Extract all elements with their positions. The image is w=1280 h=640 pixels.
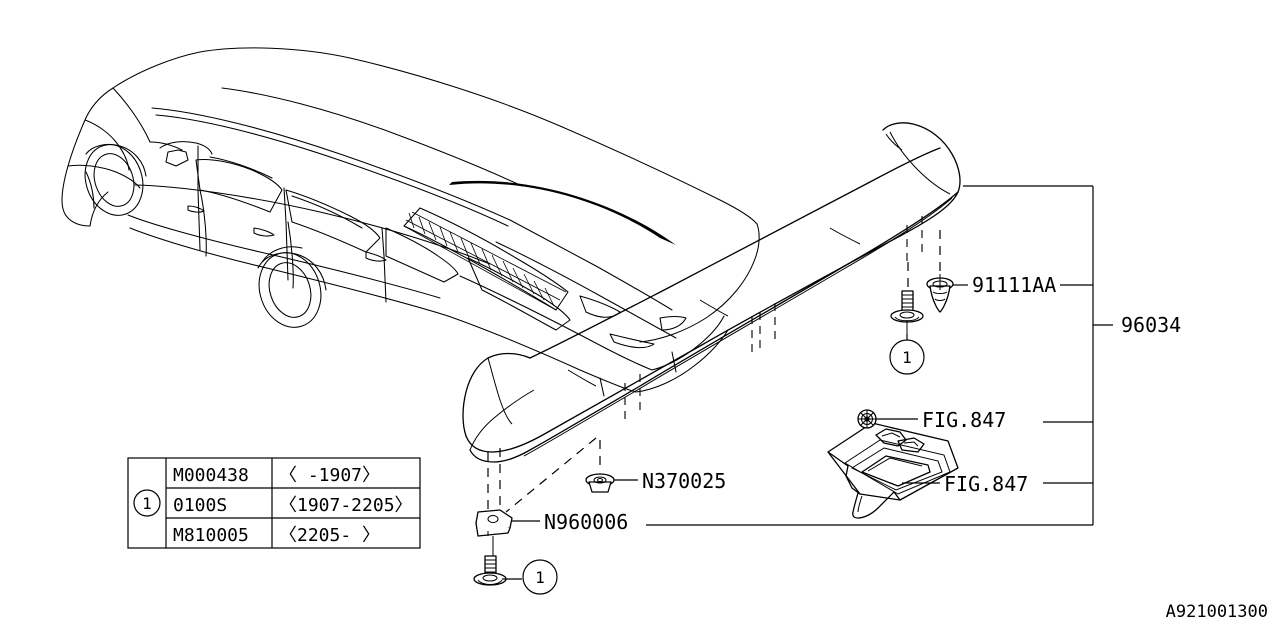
rear-spoiler-part bbox=[462, 122, 961, 463]
legend-ref-marker: 1 bbox=[133, 489, 161, 517]
fastener-N960006 bbox=[475, 509, 513, 556]
part-label-91111AA: 91111AA bbox=[972, 273, 1056, 297]
ref-marker-right-text: 1 bbox=[902, 348, 912, 367]
label-leader-lines bbox=[502, 284, 968, 580]
legend-range-0: 〈 -1907〉 bbox=[279, 465, 380, 486]
ref-marker-left: 1 bbox=[522, 559, 558, 595]
fastener-N370025 bbox=[585, 473, 615, 493]
assembly-bracket bbox=[646, 185, 1113, 526]
high-mount-stop-lamp bbox=[827, 409, 959, 519]
legend-ref-text: 1 bbox=[142, 494, 152, 513]
part-label-96034: 96034 bbox=[1121, 313, 1181, 337]
part-label-N960006: N960006 bbox=[544, 510, 628, 534]
ref-marker-right: 1 bbox=[889, 339, 925, 375]
part-label-fig847-bottom: FIG.847 bbox=[944, 472, 1028, 496]
legend-range-1: 〈1907-2205〉 bbox=[279, 495, 413, 516]
fastener-leader-lines bbox=[487, 230, 941, 513]
lamp-grommet bbox=[857, 409, 877, 429]
part-label-N370025: N370025 bbox=[642, 469, 726, 493]
vehicle-to-part-leader bbox=[449, 180, 676, 245]
legend-range-2: 〈2205- 〉 bbox=[279, 525, 380, 546]
vehicle-spoiler-highlight bbox=[403, 207, 569, 311]
part-label-fig847-top: FIG.847 bbox=[922, 408, 1006, 432]
legend-part-1: 0100S bbox=[173, 495, 227, 516]
legend-part-2: M810005 bbox=[173, 525, 249, 546]
ref-marker-left-text: 1 bbox=[535, 568, 545, 587]
spoiler-mount-marks bbox=[624, 216, 923, 422]
fastener-bolt-left bbox=[473, 555, 507, 586]
legend-table: 1 M000438 〈 -1907〉 0100S 〈1907-2205〉 M81… bbox=[127, 457, 421, 549]
legend-part-0: M000438 bbox=[173, 465, 249, 486]
fastener-bolt-right bbox=[890, 290, 924, 334]
fastener-91111AA bbox=[926, 274, 954, 313]
diagram-code: A921001300 bbox=[1166, 602, 1268, 622]
vehicle-illustration bbox=[61, 47, 760, 397]
